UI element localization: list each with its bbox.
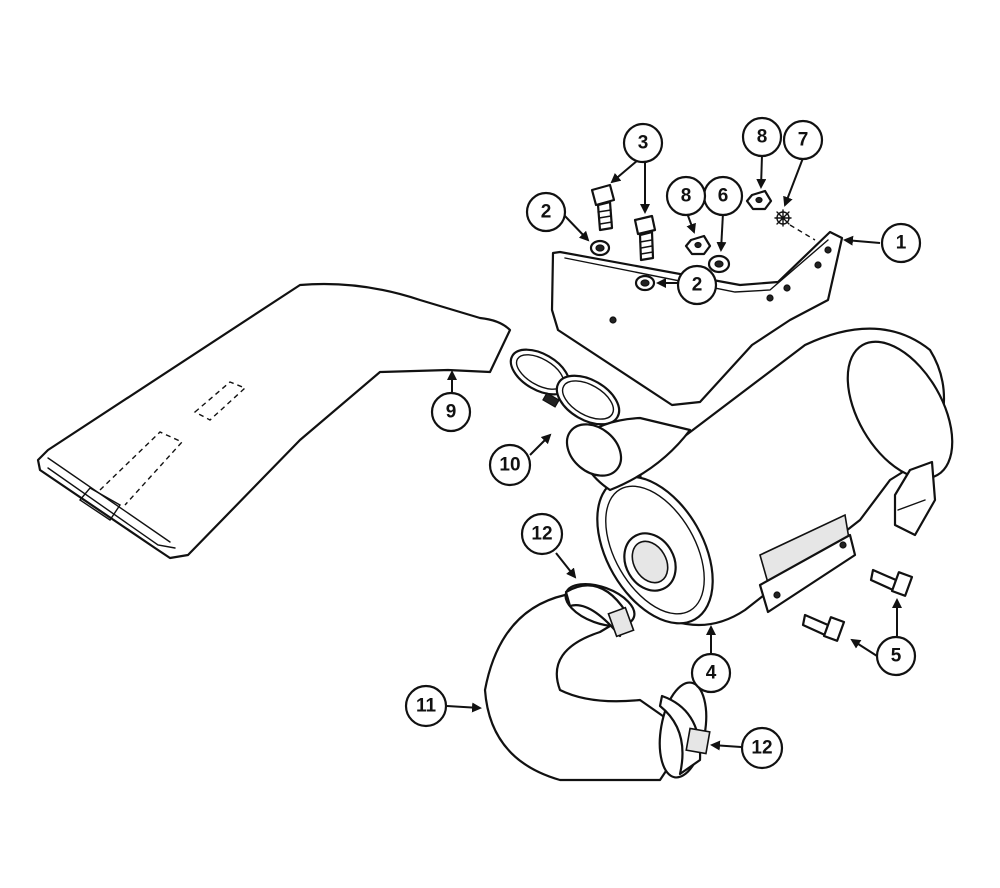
svg-text:11: 11: [416, 696, 437, 717]
intake-duct: [36, 282, 512, 560]
svg-text:12: 12: [751, 738, 772, 759]
svg-text:8: 8: [681, 186, 692, 207]
callout-1: 1: [880, 222, 922, 264]
callout-2a: 2: [525, 191, 567, 233]
mounting-bracket: [550, 230, 844, 407]
callout-11: 11: [404, 684, 448, 728]
svg-text:12: 12: [531, 524, 552, 545]
svg-text:10: 10: [499, 455, 520, 476]
callout-5: 5: [875, 635, 917, 677]
callout-4: 4: [690, 652, 732, 694]
bolts: [590, 183, 914, 642]
callout-9: 9: [430, 391, 472, 433]
callout-12a: 12: [520, 512, 564, 556]
callout-8a: 8: [665, 175, 707, 217]
svg-text:1: 1: [896, 233, 907, 254]
svg-text:3: 3: [638, 133, 649, 154]
duct-clamp: [509, 348, 621, 426]
svg-text:6: 6: [718, 186, 729, 207]
svg-text:2: 2: [692, 275, 703, 296]
svg-text:5: 5: [891, 646, 902, 667]
svg-text:4: 4: [706, 663, 717, 684]
air-cleaner: [565, 327, 954, 626]
callout-6: 6: [702, 175, 744, 217]
callout-12b: 12: [740, 726, 784, 770]
svg-text:2: 2: [541, 202, 552, 223]
callout-8b: 8: [741, 116, 783, 158]
leader-lines: [446, 154, 902, 751]
svg-text:8: 8: [757, 127, 768, 148]
callout-7: 7: [782, 119, 824, 161]
washers-and-nuts: [589, 189, 816, 292]
callout-10: 10: [488, 443, 532, 487]
svg-text:7: 7: [798, 130, 809, 151]
svg-text:9: 9: [446, 402, 457, 423]
hose-clamps: [564, 584, 711, 776]
callout-2b: 2: [676, 264, 718, 306]
callout-3: 3: [622, 122, 664, 164]
